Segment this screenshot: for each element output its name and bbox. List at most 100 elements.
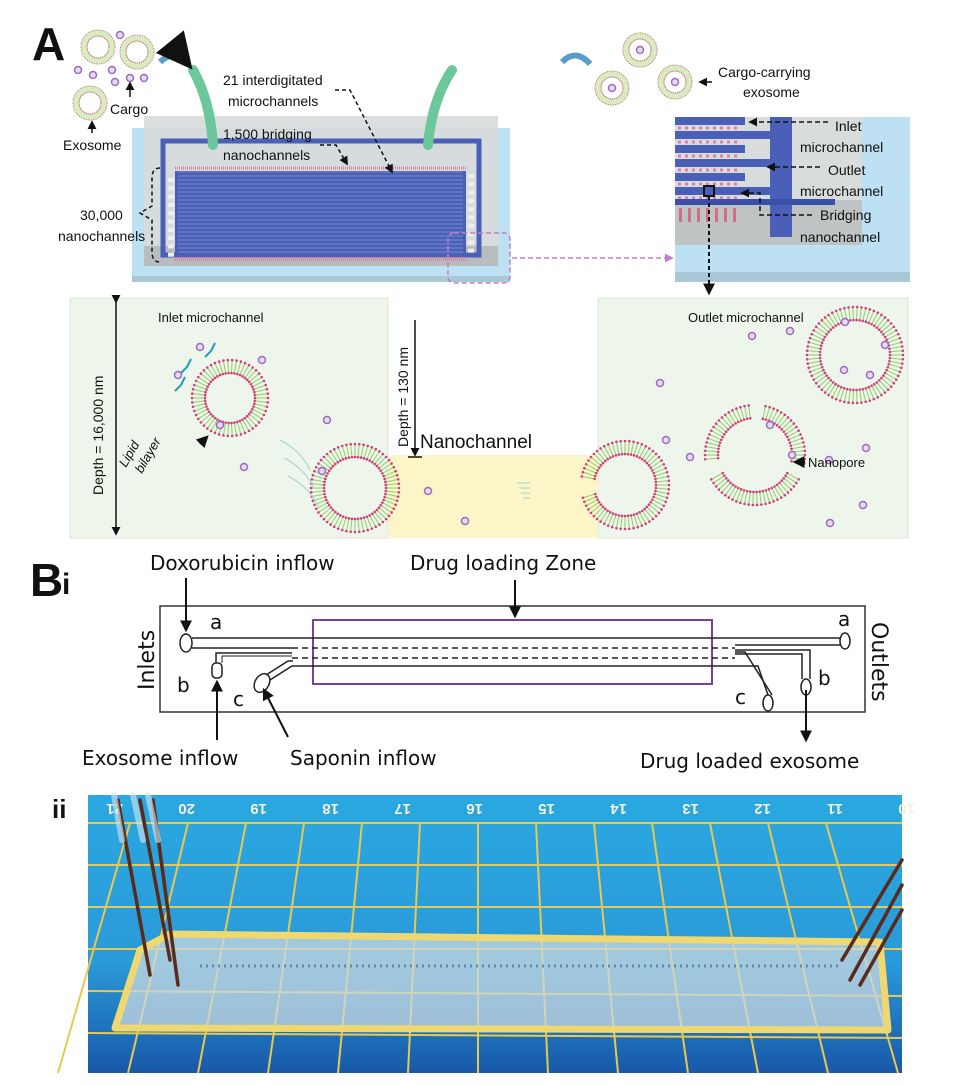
- inset-bridging-label: Bridging: [820, 207, 871, 223]
- ruler-number: 16: [466, 800, 483, 817]
- nanochannel-count-label-2: nanochannels: [58, 228, 145, 244]
- port-b-out: b: [818, 666, 831, 690]
- cargo-dot: [785, 326, 795, 336]
- cargo-dot: [635, 45, 645, 55]
- drug-loading-zone-box: [312, 619, 713, 685]
- outlet-finger: [675, 187, 792, 195]
- inlets-label: Inlets: [135, 630, 160, 690]
- outlet-microchannel-title: Outlet microchannel: [688, 310, 804, 325]
- cargo-dot: [215, 420, 225, 430]
- inset-outlet-label: Outlet: [828, 162, 865, 178]
- interdigitated-label-2: microchannels: [228, 93, 318, 109]
- cargo-carrying-label: Cargo-carrying: [718, 64, 811, 80]
- cargo-dot: [865, 370, 875, 380]
- release-arrow: [204, 342, 216, 358]
- device-schematic: [132, 30, 674, 284]
- ruler-number: 13: [682, 800, 699, 817]
- cargo-dot: [861, 443, 871, 453]
- outlet-finger: [675, 131, 792, 139]
- ruler-number: 15: [538, 800, 555, 817]
- interdigitated-label: 21 interdigitated: [223, 72, 323, 88]
- detail-inset: [675, 117, 910, 296]
- cargo-dot: [88, 70, 98, 80]
- zone-label: Drug loading Zone: [410, 551, 596, 575]
- panel-b-i-label: i: [62, 568, 70, 601]
- chip-schematic: [159, 578, 866, 743]
- bridging-label-2: nanochannels: [223, 147, 310, 163]
- cargo-dot: [195, 342, 205, 352]
- inlet-microchannel-title: Inlet microchannel: [158, 310, 264, 325]
- nanopore-label: Nanopore: [808, 455, 865, 470]
- cargo-dot: [840, 317, 850, 327]
- cargo-dot: [107, 65, 117, 75]
- grid-line: [87, 1032, 903, 1039]
- lipid-vesicle: [309, 442, 401, 534]
- outlet-manifold: [770, 117, 792, 237]
- cargo-dot: [73, 65, 83, 75]
- cargo-dot: [139, 73, 149, 83]
- bridging-label: 1,500 bridging: [223, 126, 312, 142]
- inset-outlet-label-2: microchannel: [800, 183, 883, 199]
- cargo-dot: [765, 420, 775, 430]
- cargo-label: Cargo: [110, 101, 148, 117]
- ruler-number: 14: [610, 800, 627, 817]
- ruler-number: 20: [178, 800, 195, 817]
- exosome-inflow-label: Exosome inflow: [82, 746, 238, 770]
- cargo-dot: [880, 340, 890, 350]
- ruler-number: 18: [322, 800, 339, 817]
- depth-nano-label: Depth = 130 nm: [395, 347, 411, 447]
- inlet-tube: [188, 65, 218, 150]
- cargo-dot: [115, 30, 125, 40]
- lipid-vesicle: [580, 439, 671, 531]
- zoom-box: [447, 232, 511, 284]
- ruler-number: 19: [250, 800, 267, 817]
- cargo-dot: [670, 77, 680, 87]
- cargo-dot: [322, 415, 332, 425]
- release-arrow: [174, 376, 186, 392]
- depth-micro-label: Depth = 16,000 nm: [90, 376, 106, 495]
- port-c-in: c: [233, 687, 244, 711]
- exosome: [119, 34, 155, 70]
- grid-line: [57, 822, 131, 1074]
- inset-inlet-label-2: microchannel: [800, 139, 883, 155]
- inlet-finger: [675, 117, 745, 125]
- nanochannel-label: Nanochannel: [420, 432, 532, 453]
- cargo-dot: [460, 516, 470, 526]
- nanochannel-count-label: 30,000: [80, 207, 123, 223]
- panel-b-ii-label: ii: [52, 794, 66, 824]
- exosome: [72, 85, 108, 121]
- exosome-label: Exosome: [63, 137, 122, 153]
- microchannel-stack: [175, 171, 466, 255]
- flow-line: [283, 457, 315, 489]
- port-b-in: b: [177, 673, 190, 697]
- exosome: [594, 70, 630, 106]
- cargo-dot: [423, 486, 433, 496]
- cargo-dot: [787, 450, 797, 460]
- ruler-number: 10: [898, 800, 915, 817]
- panel-a-label: A: [32, 18, 65, 70]
- saponin-inflow-label: Saponin inflow: [290, 746, 437, 770]
- lipid-vesicle: [190, 358, 270, 438]
- cargo-dot: [239, 462, 249, 472]
- inset-bridging-label-2: nanochannel: [800, 229, 880, 245]
- exosome: [622, 32, 658, 68]
- cargo-dot: [747, 331, 757, 341]
- cargo-dot: [824, 455, 834, 465]
- exosome: [80, 29, 116, 65]
- cargo-dot: [839, 365, 849, 375]
- ruler-number: 17: [394, 800, 411, 817]
- panel-b-label: B: [30, 554, 63, 606]
- outlets-label: Outlets: [866, 622, 891, 702]
- ruler-number: 11: [827, 800, 843, 817]
- cargo-dot: [110, 77, 120, 87]
- cargo-dot: [317, 466, 327, 476]
- cargo-dot: [607, 83, 617, 93]
- outlet-tube: [423, 65, 457, 150]
- cargo-dot: [661, 435, 671, 445]
- cargo-dot: [685, 452, 695, 462]
- channel-cross-section: [69, 297, 909, 539]
- cargo-dot: [173, 370, 183, 380]
- inlet-finger: [675, 145, 745, 153]
- port-c-out: c: [735, 685, 746, 709]
